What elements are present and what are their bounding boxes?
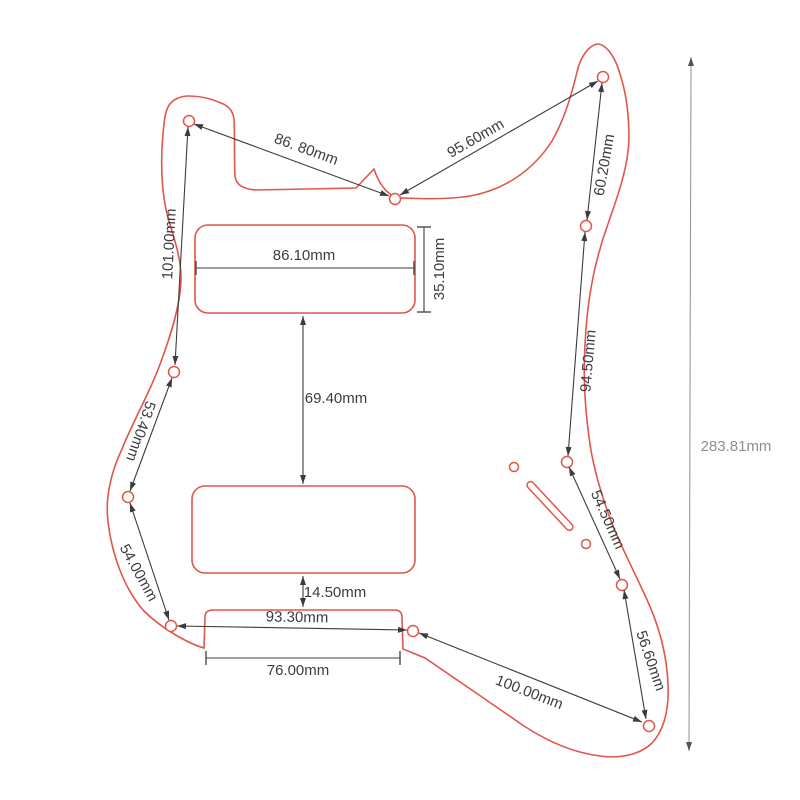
dimension-neck_pickup_height: 35.10mm (417, 226, 448, 313)
screw-hole-notch-right (406, 624, 420, 638)
screw-holes (121, 70, 656, 733)
switch-slot-cutout (526, 480, 574, 532)
neck-pickup-cutout (194, 224, 416, 314)
dimension-pickup_gap: 69.40mm (300, 316, 367, 484)
dimension-right_upper_mid: 94.50mm (565, 231, 600, 457)
dimension-label-neck_pickup_width: 86.10mm (273, 247, 336, 264)
screw-hole-bottom-right (642, 719, 656, 733)
dimension-left_bottom: 54.00mm (116, 502, 170, 621)
screw-hole-neck-middle (388, 192, 402, 206)
dimension-bridge_pickup_to_notch: 14.50mm (300, 576, 366, 607)
dimension-upper_left_diag: 86. 80mm (193, 123, 390, 197)
dimension-label-bottom_right_diag: 100.00mm (493, 672, 565, 713)
dimension-right_bottom: 56.60mm (622, 589, 669, 720)
dimension-label-left_top: 101.00mm (159, 208, 180, 280)
screw-hole-top-right-horn (596, 70, 610, 84)
dimension-label-bridge_pickup_to_notch: 14.50mm (304, 584, 367, 601)
dimension-right_top: 60.20mm (584, 82, 619, 221)
dimension-overall_height: 283.81mm (686, 56, 772, 752)
pickguard-outline (106, 43, 669, 758)
dimension-label-bottom_span: 93.30mm (266, 608, 329, 626)
dimension-label-notch_width: 76.00mm (267, 662, 330, 679)
bridge-pickup-cutout (191, 485, 416, 574)
pot-hole-upper (508, 461, 520, 473)
dimension-label-pickup_gap: 69.40mm (305, 390, 368, 407)
dimension-label-right_upper_mid: 94.50mm (577, 329, 599, 393)
screw-hole-left-lower (121, 490, 135, 504)
dimension-label-left_bottom: 54.00mm (116, 541, 161, 604)
screw-hole-left-middle (167, 365, 181, 379)
dimension-label-neck_pickup_height: 35.10mm (431, 238, 448, 301)
screw-hole-right-middle (560, 455, 574, 469)
dimension-label-upper_left_diag: 86. 80mm (272, 130, 340, 169)
screw-hole-top-left-horn (182, 114, 196, 128)
pot-hole-lower (580, 538, 592, 550)
dimension-upper_right_diag: 95.60mm (399, 80, 599, 196)
dimension-label-right_top: 60.20mm (591, 133, 619, 198)
screw-hole-right-lower (615, 578, 629, 592)
dimension-left_top: 101.00mm (159, 126, 191, 366)
dimension-bottom_span: 93.30mm (176, 608, 408, 633)
screw-hole-bottom-left (164, 619, 178, 633)
dimension-notch_width: 76.00mm (205, 651, 401, 679)
dimension-label-overall_height: 283.81mm (701, 438, 772, 455)
dimension-neck_pickup_width: 86.10mm (195, 247, 415, 275)
screw-hole-right-upper (579, 219, 593, 233)
dimension-label-right_bottom: 56.60mm (632, 628, 668, 693)
dimension-label-left_mid: 53.40mm (122, 399, 158, 464)
